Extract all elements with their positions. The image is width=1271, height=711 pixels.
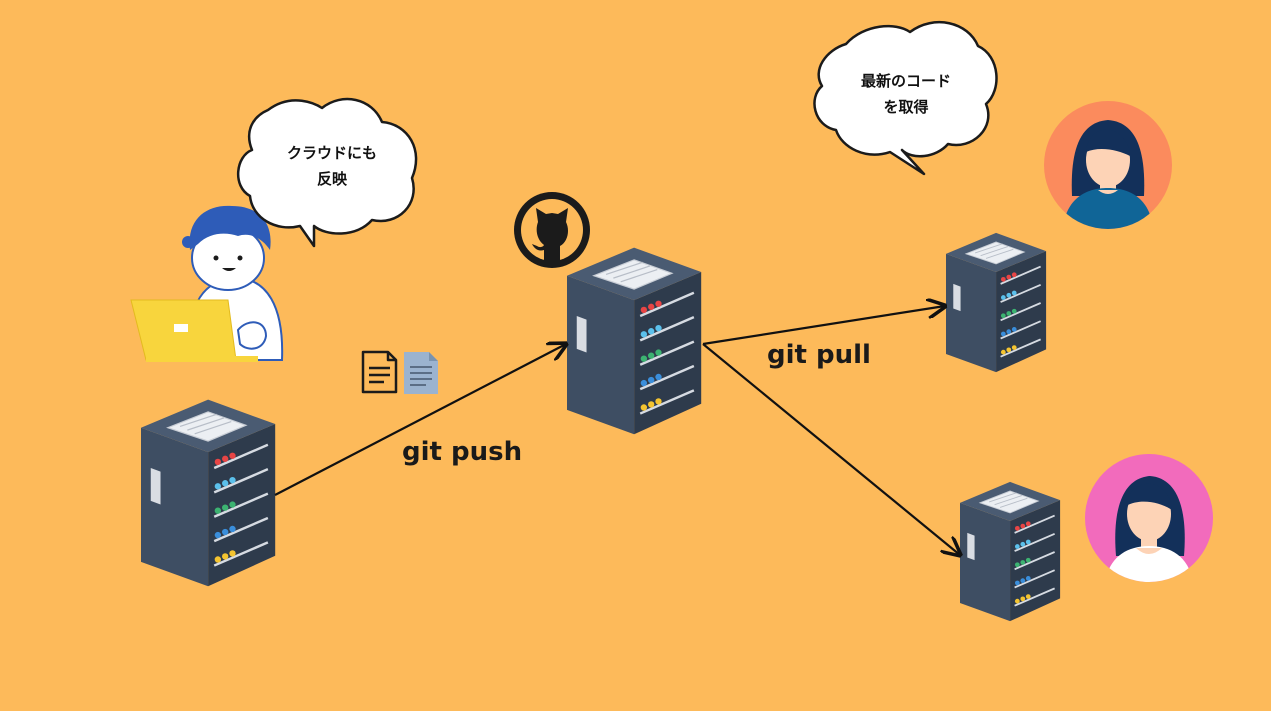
pull-arrow-2 [702, 343, 960, 555]
right-bubble-line1: 最新のコード [860, 72, 951, 90]
push-arrow [274, 344, 566, 496]
left-bubble-line1: クラウドにも [286, 144, 377, 162]
left-bubble-line2: 反映 [316, 170, 347, 188]
user-avatar-1 [1044, 101, 1172, 229]
client-server-2 [959, 481, 1062, 623]
user-avatar-2 [1085, 454, 1213, 582]
document-icon [361, 350, 398, 394]
github-icon [514, 192, 590, 268]
right-speech-bubble [813, 20, 998, 176]
developer-illustration [130, 205, 284, 362]
right-bubble-text: 最新のコード を取得 [836, 68, 976, 120]
left-speech-bubble [236, 97, 418, 248]
git-pull-label: git pull [767, 340, 871, 370]
client-server-1 [945, 232, 1048, 374]
local-server [139, 398, 277, 588]
document-icon [404, 352, 438, 394]
pull-arrow-1 [702, 306, 945, 346]
cloud-server [565, 246, 703, 436]
git-push-label: git push [402, 437, 523, 467]
left-bubble-text: クラウドにも 反映 [262, 140, 402, 192]
right-bubble-line2: を取得 [883, 98, 929, 116]
